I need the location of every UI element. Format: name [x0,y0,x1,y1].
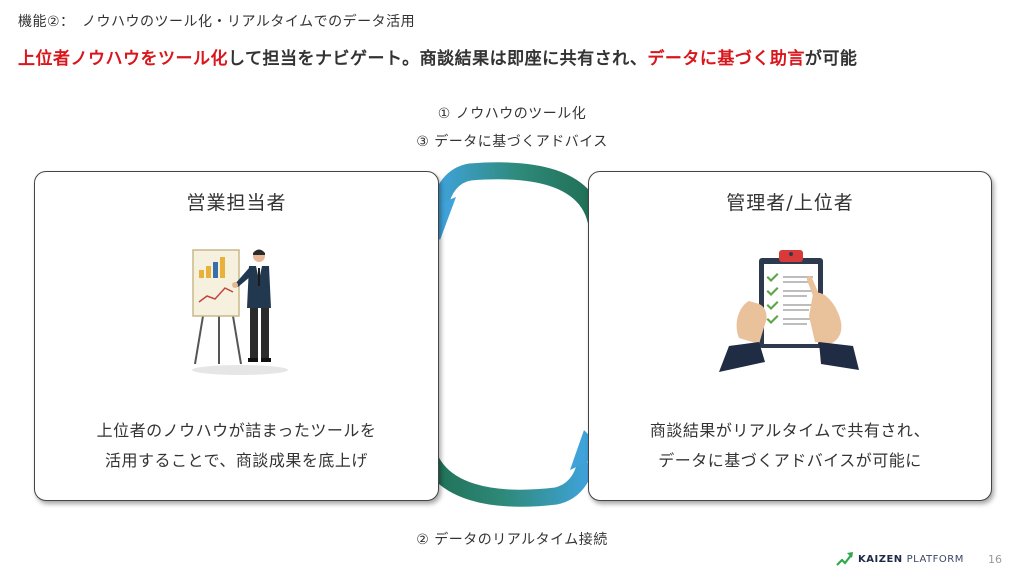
checklist-clipboard-icon [719,250,859,372]
slide-headline: 上位者ノウハウをツール化して担当をナビゲート。商談結果は即座に共有され、データに… [18,44,857,69]
arrow-top-icon [418,162,607,240]
sales-rep-desc-line2: 活用することで、商談成果を底上げ [105,451,368,470]
logo-text: KAIZEN PLATFORM [858,554,964,565]
flow-labels-top: ① ノウハウのツール化 ③ データに基づくアドバイス [0,100,1024,156]
logo-mark-icon [836,552,853,566]
presenter-with-chart-icon [192,249,288,375]
logo-text-bold: KAIZEN [858,553,903,565]
page-number: 16 [988,553,1002,566]
manager-card: 管理者/上位者 商談結果がリアルタイムで共有され、 データに基づくアドバイスが可… [588,171,992,501]
headline-text-1: して担当をナビゲート。商談結果は即座に共有され、 [228,49,648,69]
sales-rep-title: 営業担当者 [186,192,287,214]
manager-description: 商談結果がリアルタイムで共有され、 データに基づくアドバイスが可能に [589,416,991,476]
flow-label-tooling: ① ノウハウのツール化 [437,106,587,122]
flow-label-realtime: ② データのリアルタイム接続 [416,532,608,548]
headline-highlight-1: 上位者ノウハウをツール化 [18,49,228,69]
headline-highlight-2: データに基づく助言 [647,49,805,69]
manager-desc-line2: データに基づくアドバイスが可能に [658,451,922,470]
slide-subtitle: 機能②： ノウハウのツール化・リアルタイムでのデータ活用 [18,14,416,30]
logo-text-light: PLATFORM [906,553,964,565]
flow-label-advice: ③ データに基づくアドバイス [416,134,608,150]
sales-rep-card: 営業担当者 上位者のノウハウが詰まったツールを 活用することで、商談成果を底上げ [34,171,439,501]
kaizen-platform-logo: KAIZEN PLATFORM [836,551,964,567]
sales-rep-desc-line1: 上位者のノウハウが詰まったツールを [96,421,377,440]
manager-desc-line1: 商談結果がリアルタイムで共有され、 [649,421,931,440]
arrow-bottom-icon [415,430,606,507]
headline-text-2: が可能 [804,49,858,69]
sales-rep-description: 上位者のノウハウが詰まったツールを 活用することで、商談成果を底上げ [35,416,438,476]
manager-title: 管理者/上位者 [726,192,854,214]
